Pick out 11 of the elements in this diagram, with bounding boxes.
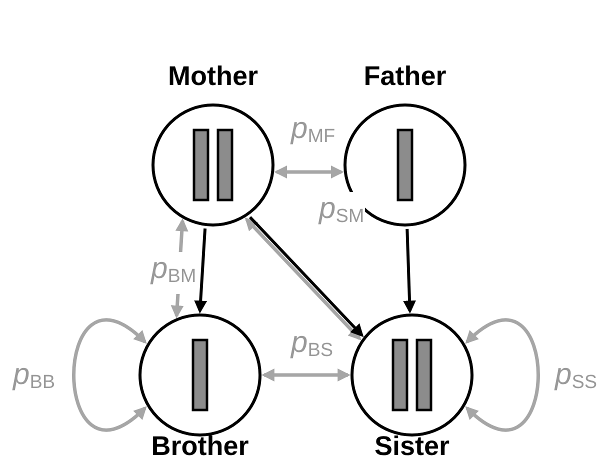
arrow [194, 228, 208, 314]
node-title: Father [362, 60, 448, 92]
edge-label: p$_{BM}$ [150, 252, 198, 294]
node-title: Mother [167, 60, 259, 92]
arrow [464, 318, 540, 432]
arrow [72, 318, 148, 432]
arrow [403, 228, 416, 314]
node-title: Sister [373, 430, 451, 462]
arrow [274, 166, 344, 178]
node-title: Brother [150, 430, 250, 462]
arrow [261, 368, 351, 382]
